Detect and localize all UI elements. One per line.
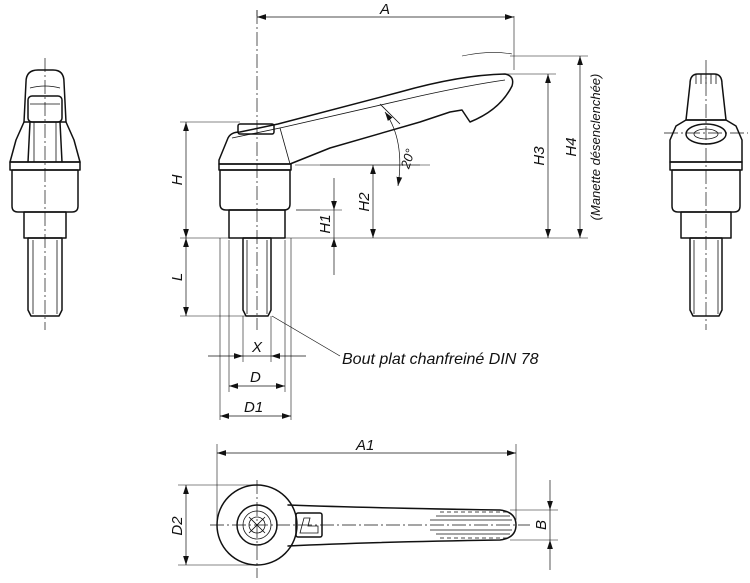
- dimension-A1: A1: [216, 437, 517, 520]
- dimension-D: D: [229, 369, 285, 389]
- dimension-H3: H3: [531, 74, 551, 238]
- dim-label-H4: H4: [563, 137, 580, 156]
- dim-label-A1: A1: [355, 437, 374, 454]
- dim-label-H3: H3: [531, 146, 548, 166]
- dim-label-L: L: [169, 273, 186, 281]
- dimension-X: X: [208, 339, 306, 359]
- left-side-view: [9, 58, 81, 330]
- dimension-A: A: [257, 1, 514, 20]
- dimension-D2: D2: [169, 484, 257, 566]
- dimension-H2: H2: [356, 165, 376, 238]
- h4-note: (Manette désenclenchée): [588, 74, 603, 221]
- dim-label-B: B: [533, 520, 550, 530]
- dim-label-H1: H1: [317, 214, 334, 233]
- right-side-view: [664, 60, 748, 330]
- dimension-D1: D1: [220, 399, 291, 419]
- brand-logo: [295, 512, 323, 538]
- dim-label-D: D: [250, 369, 261, 386]
- dimension-H4: H4 (Manette désenclenchée): [563, 56, 603, 238]
- dimension-angle: 20°: [384, 111, 418, 187]
- thread-end-note: Bout plat chanfreiné DIN 78: [342, 351, 539, 368]
- dimension-B: B: [510, 480, 558, 570]
- dimension-H1: H1: [296, 178, 342, 275]
- lever-outline: [218, 73, 514, 165]
- thread-end-leader: Bout plat chanfreiné DIN 78: [271, 315, 539, 368]
- dim-label-D2: D2: [169, 516, 186, 536]
- dimension-H: H: [169, 122, 189, 238]
- dim-label-H2: H2: [356, 192, 373, 212]
- dim-label-H: H: [169, 174, 186, 185]
- dim-label-X: X: [251, 339, 263, 356]
- dimension-L: L: [169, 238, 189, 316]
- dim-label-A: A: [379, 1, 390, 18]
- top-view: [210, 480, 530, 578]
- dim-label-D1: D1: [244, 399, 263, 416]
- angle-label: 20°: [397, 147, 418, 171]
